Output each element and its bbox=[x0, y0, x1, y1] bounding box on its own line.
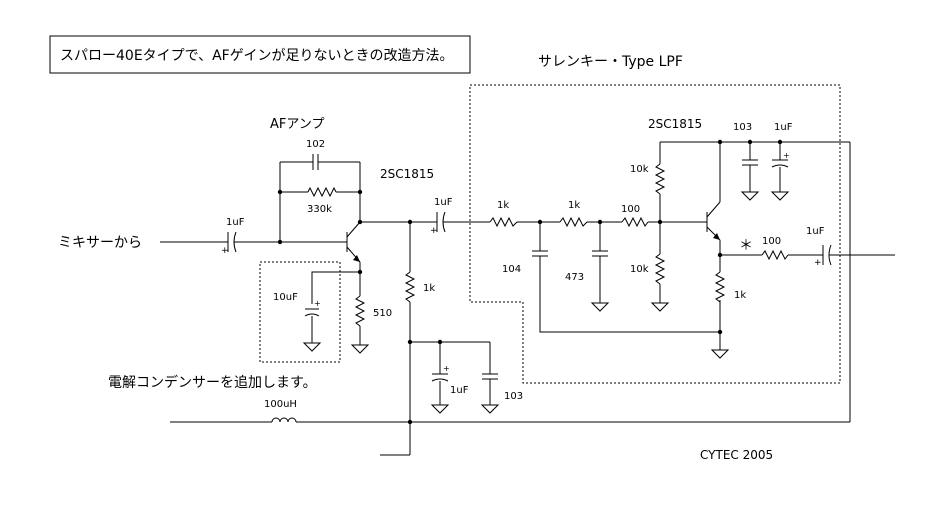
title-box bbox=[49, 35, 471, 74]
decoupling-1uF-label: 1uF bbox=[450, 385, 469, 396]
output-cap-label: 1uF bbox=[806, 226, 825, 237]
q1-label: 2SC1815 bbox=[380, 167, 434, 181]
inductor-100uH bbox=[271, 417, 297, 423]
res-510-label: 510 bbox=[373, 308, 392, 319]
transistor-q2 bbox=[706, 201, 721, 241]
divider-top-label: 10k bbox=[630, 164, 649, 175]
divider-bottom-label: 10k bbox=[630, 264, 649, 275]
lpf-r1-label: 1k bbox=[497, 200, 509, 211]
lpf-c473-label: 473 bbox=[565, 272, 584, 283]
ground-symbol bbox=[590, 302, 610, 312]
added-electrolytic-capacitor bbox=[304, 308, 320, 317]
junction bbox=[277, 189, 283, 195]
output-r100-label: 100 bbox=[762, 236, 781, 247]
af-amp-label: AFアンプ bbox=[270, 117, 324, 132]
coupling-cap-plus: + bbox=[430, 226, 438, 236]
note-capacitor: 電解コンデンサーを追加します。 bbox=[108, 374, 317, 391]
ground-symbol bbox=[430, 404, 450, 414]
ground-symbol bbox=[480, 404, 500, 414]
ground-symbol bbox=[710, 349, 730, 359]
top-capacitor-103 bbox=[742, 159, 758, 166]
junction bbox=[717, 139, 723, 145]
top-c103-label: 103 bbox=[733, 122, 752, 133]
lpf-title: サレンキー・Type LPF bbox=[538, 54, 683, 70]
bias-resistor-1k bbox=[404, 271, 416, 303]
top-1uF-label: 1uF bbox=[774, 122, 793, 133]
junction bbox=[357, 219, 363, 225]
feedback-capacitor-102 bbox=[312, 154, 319, 170]
decoupling-capacitor-103 bbox=[482, 373, 498, 380]
lpf-r100-label: 100 bbox=[621, 204, 640, 215]
modification-asterisk: ＊ bbox=[739, 238, 753, 254]
emitter-resistor-510 bbox=[354, 295, 366, 327]
q2-label: 2SC1815 bbox=[648, 117, 702, 131]
added-cap-wire bbox=[311, 271, 360, 304]
added-cap-dashed-box bbox=[259, 261, 341, 363]
divider-resistor-10k-bottom bbox=[654, 253, 666, 285]
top-cap-plus: + bbox=[783, 151, 790, 160]
emitter-1k-label: 1k bbox=[734, 290, 746, 301]
feedback-resistor-330k bbox=[307, 186, 337, 198]
top-electrolytic-1uF bbox=[771, 159, 789, 168]
cap-102-label: 102 bbox=[306, 139, 325, 150]
res-bias-1k-label: 1k bbox=[423, 283, 435, 294]
credit-text: CYTEC 2005 bbox=[700, 448, 773, 462]
title-text: スパロー40Eタイプで、AFゲインが足りないときの改造方法。 bbox=[60, 48, 453, 64]
ground-symbol bbox=[740, 191, 760, 201]
added-cap-label: 10uF bbox=[273, 292, 298, 303]
transistor-q1 bbox=[346, 221, 361, 263]
decoupling-103-label: 103 bbox=[504, 391, 523, 402]
lpf-dashed-box bbox=[469, 84, 841, 384]
ground-symbol bbox=[770, 191, 790, 201]
junction bbox=[357, 189, 363, 195]
output-resistor-100 bbox=[761, 249, 789, 261]
input-cap-plus: + bbox=[221, 246, 229, 256]
lpf-resistor-100 bbox=[621, 216, 649, 228]
emitter-resistor-1k bbox=[714, 271, 726, 303]
input-cap-label: 1uF bbox=[226, 217, 245, 228]
lpf-resistor-1k-2 bbox=[559, 216, 588, 228]
output-cap-plus: + bbox=[814, 258, 822, 268]
lpf-c104-label: 104 bbox=[502, 264, 521, 275]
res-330k-label: 330k bbox=[307, 204, 332, 215]
junction bbox=[717, 329, 723, 335]
lpf-r2-label: 1k bbox=[568, 200, 580, 211]
inductor-label: 100uH bbox=[264, 399, 297, 410]
divider-resistor-10k-top bbox=[654, 163, 666, 195]
added-cap-plus: + bbox=[314, 299, 321, 308]
ground-symbol bbox=[350, 344, 370, 354]
lpf-resistor-1k-1 bbox=[489, 216, 518, 228]
decoupling-cap-plus: + bbox=[443, 364, 450, 373]
decoupling-electrolytic-1uF bbox=[431, 373, 449, 382]
lpf-capacitor-104 bbox=[532, 250, 548, 257]
ground-symbol bbox=[650, 302, 670, 312]
coupling-cap-label: 1uF bbox=[434, 197, 453, 208]
ground-symbol bbox=[302, 342, 322, 352]
input-label: ミキサーから bbox=[58, 235, 142, 251]
lpf-capacitor-473 bbox=[592, 250, 608, 257]
